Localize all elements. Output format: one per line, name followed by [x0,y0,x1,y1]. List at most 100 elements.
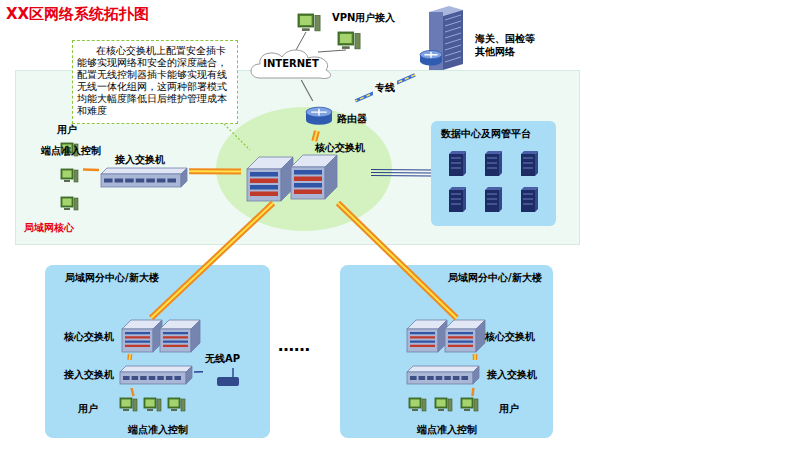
switch-front [407,372,473,384]
switch-port [132,376,139,380]
connector-line [338,203,457,318]
switch-front [291,167,325,199]
pc-tower [181,399,185,411]
switch-slot [448,332,473,334]
connector-line [473,354,478,360]
switch-side [191,320,200,352]
ap-body [217,377,239,386]
connector [151,203,273,318]
node-label: 端点准入控制 [41,145,51,156]
node-label: 用户 [78,402,98,416]
server-front [485,154,499,176]
server-bay [487,199,497,200]
connector-line [301,80,313,101]
server-side [499,187,502,212]
connector-line [127,354,132,360]
pc-monitor [461,398,473,408]
core-switch: 核心交换机 [241,141,371,203]
switch-port [146,179,155,183]
building-window [445,45,461,50]
pc-screen [340,34,352,43]
core-switch: 核心交换机 [405,318,545,354]
switch-slot [410,332,435,334]
switch-port [419,376,426,380]
pc-base [342,46,350,49]
server-bay [451,204,461,205]
server-front [449,190,463,212]
callout-leader [224,124,250,150]
server-side [499,151,502,176]
connector [371,170,431,176]
node-label: 接入交换机 [115,153,165,167]
pc-tower [74,170,78,182]
node-label: 接入交换机 [487,368,537,382]
switch-port [427,376,434,380]
branch-panel: 局域网分中心/新大楼核心交换机接入交换机无线AP用户端点准入控制 [45,265,270,438]
switch-port [174,376,181,380]
switch-slot [294,177,322,182]
pc-base [64,180,70,182]
connector [472,388,474,396]
pc-tower [133,399,137,411]
endpoint-users: 用户端点准入控制 [405,396,535,440]
pc-screen [411,400,420,407]
pc-tower [474,399,478,411]
pc-base [64,154,70,156]
building-window [445,57,461,62]
connector-label: 专线 [373,81,397,95]
free-label: …… [278,336,310,355]
connector [83,169,99,170]
pc-screen [170,400,179,407]
pc-screen [63,171,72,178]
switch-port [410,376,417,380]
switch-side [181,168,187,187]
switch-front [122,329,153,352]
server-side [535,151,538,176]
switch-slot [448,336,473,338]
node-label: 用户 [499,402,519,416]
pc-tower [315,15,320,31]
switch-port [104,179,113,183]
switch-side [476,320,485,352]
switch-slot [163,336,188,338]
switch-port [167,179,176,183]
connector-line [151,203,273,318]
external-network: 海关、国检等其他网络 [415,6,570,76]
server-bay [451,158,461,159]
router: 路由器 [271,101,371,131]
connector [355,75,415,101]
switch-slot [410,341,435,343]
building-window [445,51,461,56]
node-label: 数据中心及网管平台 [441,127,531,141]
ap-antenna [232,368,234,378]
pc-monitor [61,197,73,207]
building-window [445,27,461,32]
server-bay [523,158,533,159]
switch-port [444,376,451,380]
server-side [535,187,538,212]
wireless-ap: 无线AP [203,352,253,390]
pc-base [171,409,177,411]
switch-slot [410,345,435,347]
connector-line [132,388,134,396]
node-label: 海关、国检等其他网络 [475,32,539,58]
switch-front [445,329,476,352]
pc-base [64,208,70,210]
pc-monitor [144,398,156,408]
switch-slot [448,345,473,347]
connector-line [83,168,99,171]
pc-monitor [61,143,73,153]
pc-monitor [435,398,447,408]
pc-base [464,409,470,411]
vpn-wire [296,32,346,52]
pc-monitor [298,14,314,27]
connector-line [371,175,431,177]
node-label: 核心交换机 [315,141,365,155]
pc-tower [74,144,78,156]
core-switch: 核心交换机 [62,318,202,354]
pc-monitor [338,32,354,45]
connector-line [355,75,415,101]
pc-screen [122,400,131,407]
server-front [449,154,463,176]
endpoint-users: 用户端点准入控制 [37,121,83,217]
